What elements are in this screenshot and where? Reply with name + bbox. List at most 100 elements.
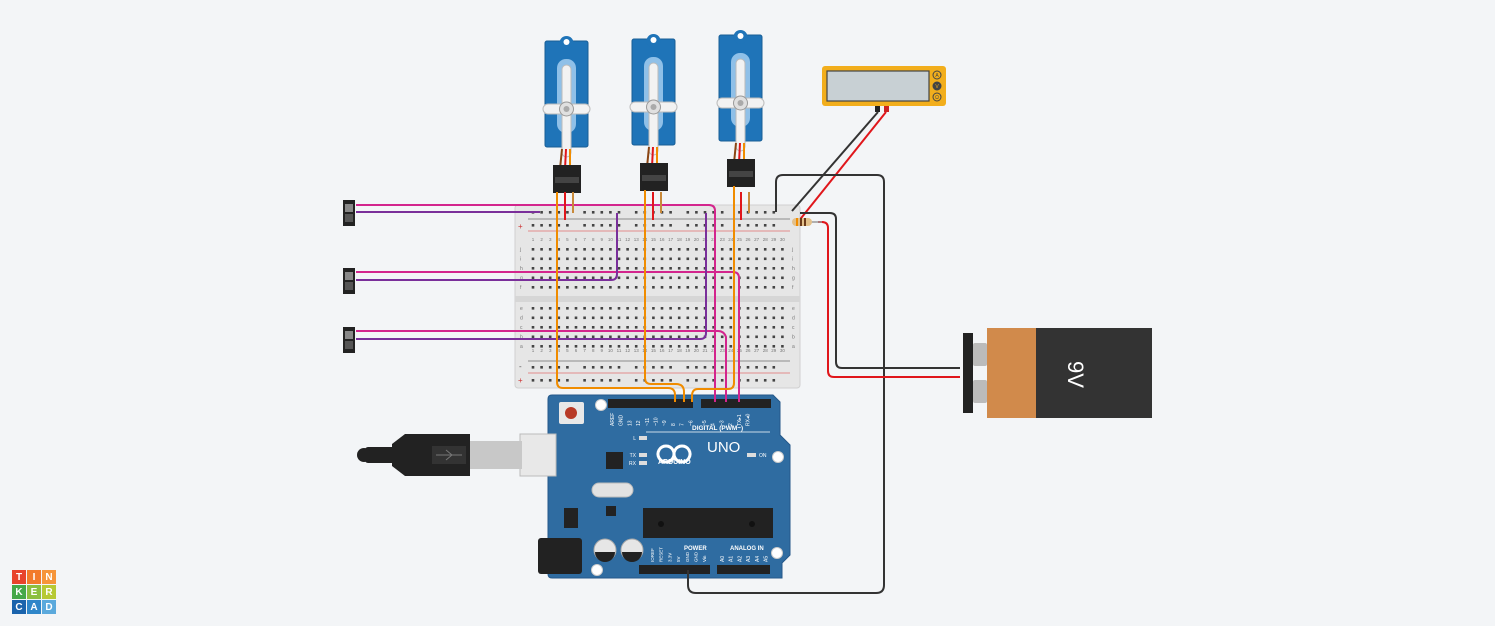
hole: [591, 248, 595, 251]
hole: [763, 335, 767, 339]
hole: [609, 211, 612, 214]
column-number: 22: [711, 237, 717, 242]
hole: [652, 257, 655, 261]
digital-pin-label: GND: [619, 415, 625, 427]
logo-letter: K: [12, 585, 26, 599]
mode-button[interactable]: [932, 70, 942, 80]
hole: [772, 326, 776, 329]
hole: [781, 257, 784, 261]
hole: [557, 267, 561, 270]
hole: [695, 248, 698, 251]
hole: [763, 286, 767, 289]
hole: [686, 248, 690, 251]
led-label: L: [633, 436, 636, 442]
slide-switch[interactable]: [343, 200, 355, 226]
digital-pin-label: ~10: [654, 417, 660, 426]
hole: [609, 286, 612, 289]
hole: [531, 326, 535, 329]
breadboard-channel: [515, 296, 800, 302]
wire-switch3-ground[interactable]: [356, 213, 707, 340]
row-letter: e: [520, 306, 523, 312]
hole: [763, 211, 767, 214]
mode-button[interactable]: [932, 92, 942, 102]
digital-pin-label: 7: [680, 423, 686, 426]
slide-switch[interactable]: [343, 327, 355, 353]
wire-servo2-signal[interactable]: [644, 190, 685, 402]
wire-multimeter-black[interactable]: [791, 111, 879, 212]
hole: [729, 276, 733, 280]
hole: [626, 257, 629, 261]
hole: [772, 366, 776, 369]
hole: [574, 257, 578, 261]
hole: [763, 379, 767, 382]
rail-plus-label: +: [518, 222, 523, 231]
analog-header: [717, 565, 770, 574]
hole: [729, 286, 733, 289]
hole: [746, 307, 750, 310]
hole: [540, 267, 543, 270]
hole: [548, 335, 552, 339]
breadboard[interactable]: -+-+112233445566778899101011111212131314…: [514, 204, 801, 389]
hole: [695, 211, 698, 214]
hole: [591, 307, 595, 310]
row-letter: a: [792, 344, 795, 350]
hole: [548, 224, 552, 227]
hole: [652, 345, 655, 348]
mode-button[interactable]: [932, 81, 942, 91]
hole: [574, 276, 578, 280]
hole: [703, 345, 707, 348]
hole: [746, 316, 750, 320]
hole: [557, 379, 561, 382]
hole: [617, 286, 621, 289]
analog-pin-label: A3: [746, 556, 752, 562]
row-letter: g: [792, 276, 795, 282]
hole: [763, 345, 767, 348]
hole: [548, 316, 552, 320]
digital-pin-label: ~9: [662, 420, 668, 426]
hole: [574, 335, 578, 339]
hole: [591, 366, 595, 369]
hole: [660, 326, 664, 329]
hole: [531, 335, 535, 339]
hole: [626, 345, 629, 348]
hole: [660, 267, 664, 270]
battery-9v[interactable]: 9V: [963, 328, 1152, 418]
wire-switch3-signal[interactable]: [356, 330, 727, 402]
multimeter[interactable]: AVΩ: [822, 66, 946, 112]
slide-switch[interactable]: [343, 268, 355, 294]
hole: [763, 257, 767, 261]
servo-motor[interactable]: [629, 34, 678, 191]
wire-switch2-ground[interactable]: [356, 213, 618, 281]
servo-motor[interactable]: [716, 30, 765, 187]
hole: [712, 211, 715, 214]
battery-label-band: [987, 328, 1037, 418]
hole: [583, 257, 586, 261]
hole: [677, 316, 681, 320]
hole: [729, 345, 733, 348]
wire-servo1-signal[interactable]: [556, 192, 676, 402]
resistor-band: [804, 218, 806, 226]
wire-battery-negative[interactable]: [800, 212, 960, 369]
logo-letter: A: [27, 600, 41, 614]
hole: [600, 276, 604, 280]
hole: [755, 335, 758, 339]
servo-motor[interactable]: [542, 36, 591, 193]
led-label: TX: [630, 453, 637, 459]
hole: [626, 286, 629, 289]
resistor[interactable]: [792, 218, 822, 226]
wire-switch1-signal[interactable]: [356, 204, 716, 402]
wire-multimeter-red[interactable]: [797, 111, 887, 223]
hole: [746, 257, 750, 261]
hole: [703, 366, 707, 369]
hole: [634, 257, 638, 261]
hole: [531, 224, 535, 227]
wire-ground[interactable]: [687, 174, 885, 594]
wire-servo3-signal[interactable]: [691, 186, 735, 402]
mounting-hole: [595, 399, 607, 411]
wire-battery-positive[interactable]: [818, 221, 960, 378]
usb-cable[interactable]: [357, 433, 557, 477]
logo-letter: T: [12, 570, 26, 584]
